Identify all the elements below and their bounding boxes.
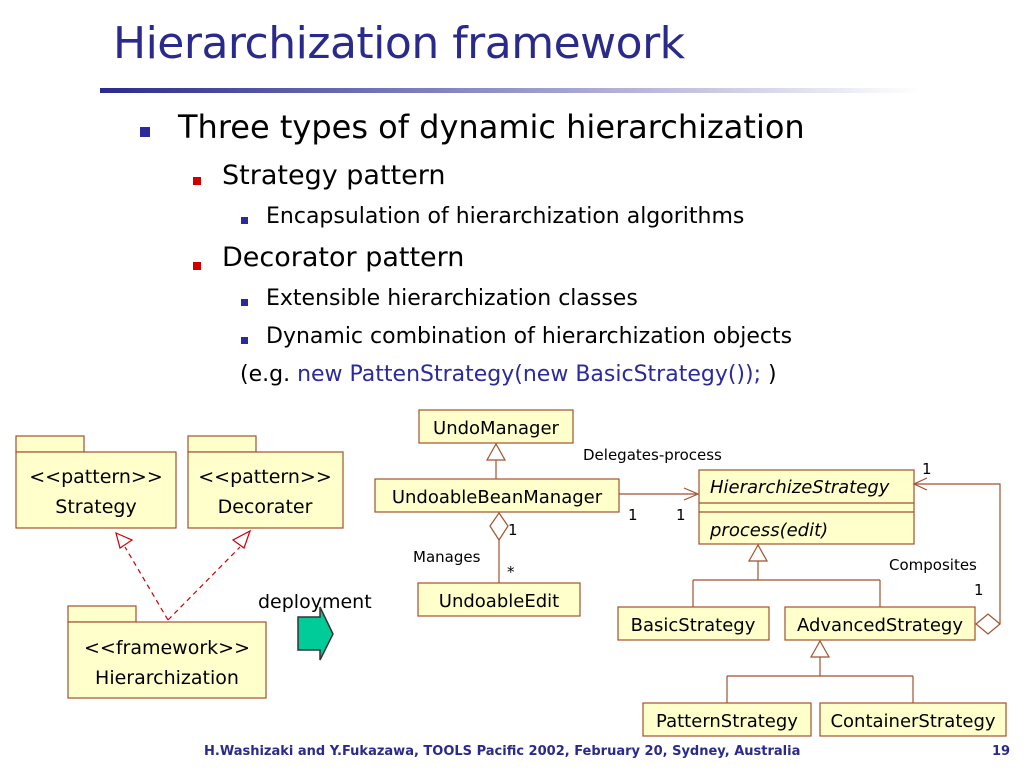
aggregation-diamond [489, 511, 509, 542]
class-undoable-bean-manager-label: UndoableBeanManager [392, 487, 603, 508]
generalization-arrowhead [485, 442, 507, 461]
bullet-decorator-sub2: Dynamic combination of hierarchization o… [266, 324, 793, 349]
bullet-square-icon [193, 177, 201, 185]
bullet-level1: Three types of dynamic hierarchization [178, 108, 805, 146]
bullet-decorator: Decorator pattern [222, 242, 465, 273]
title-underline [100, 88, 920, 93]
class-hierarchize-strategy-label: HierarchizeStrategy [710, 477, 890, 498]
class-container-strategy-label: ContainerStrategy [830, 711, 995, 732]
package-strategy-name: Strategy [55, 496, 136, 518]
package-decorater: <<pattern>> Decorater [187, 435, 344, 529]
mult-manages-one: 1 [508, 521, 518, 539]
footer-citation: H.Washizaki and Y.Fukazawa, TOOLS Pacifi… [204, 744, 801, 759]
class-container-strategy [819, 702, 1007, 737]
deployment-arrow-icon [297, 606, 334, 661]
class-basic-strategy [617, 606, 770, 641]
package-decorater-stereotype: <<pattern>> [198, 466, 332, 488]
composites-label: Composites [889, 556, 977, 574]
class-undoable-bean-manager [374, 478, 620, 513]
deployment-label: deployment [258, 591, 372, 613]
class-advanced-strategy [784, 606, 976, 641]
association-arrowhead [683, 487, 700, 501]
bullet-square-icon [140, 127, 150, 137]
class-undo-manager-label: UndoManager [433, 418, 560, 439]
example-suffix: ) [761, 362, 777, 387]
package-strategy-stereotype: <<pattern>> [29, 466, 163, 488]
class-undoable-edit-label: UndoableEdit [439, 591, 559, 612]
bullet-strategy: Strategy pattern [222, 160, 446, 191]
package-strategy: <<pattern>> Strategy [15, 435, 177, 529]
mult-delegates-source: 1 [628, 506, 638, 524]
page-number: 19 [992, 744, 1011, 759]
bullet-square-icon [241, 299, 248, 306]
example-code: new PattenStrategy(new BasicStrategy()); [297, 362, 761, 387]
bullet-square-icon [241, 217, 248, 224]
generalization-arrowhead [747, 543, 769, 562]
association-arrowhead [912, 477, 928, 491]
bullet-strategy-sub: Encapsulation of hierarchization algorit… [266, 204, 745, 229]
delegates-label: Delegates-process [583, 446, 722, 464]
example-prefix: (e.g. [240, 362, 298, 387]
bullet-square-icon [193, 262, 201, 270]
package-framework: <<framework>> Hierarchization [67, 605, 267, 699]
page-title: Hierarchization framework [113, 18, 685, 69]
manages-label: Manages [413, 548, 481, 566]
example-line: (e.g. new PattenStrategy(new BasicStrate… [240, 362, 777, 387]
realization-lines [124, 546, 241, 621]
bullet-square-icon [241, 337, 248, 344]
class-pattern-strategy-label: PatternStrategy [656, 711, 798, 732]
class-hierarchize-strategy [698, 469, 915, 545]
aggregation-diamond [975, 613, 1001, 635]
generalization-arrowhead [809, 639, 831, 658]
bullet-decorator-sub1: Extensible hierarchization classes [266, 286, 638, 311]
realization-arrowhead [115, 531, 134, 549]
class-undoable-edit [417, 582, 581, 617]
mult-composites-source: 1 [974, 581, 984, 599]
package-framework-stereotype: <<framework>> [84, 637, 250, 659]
mult-delegates-target: 1 [676, 506, 686, 524]
mult-composites-target: 1 [922, 460, 932, 478]
method-process: process(edit) [709, 520, 828, 541]
mult-manages-star: * [507, 563, 515, 581]
package-decorater-name: Decorater [218, 496, 313, 518]
realization-arrowhead [231, 529, 252, 549]
package-framework-name: Hierarchization [95, 667, 239, 689]
class-advanced-strategy-label: AdvancedStrategy [797, 615, 963, 636]
class-pattern-strategy [642, 702, 812, 737]
class-basic-strategy-label: BasicStrategy [631, 615, 756, 636]
